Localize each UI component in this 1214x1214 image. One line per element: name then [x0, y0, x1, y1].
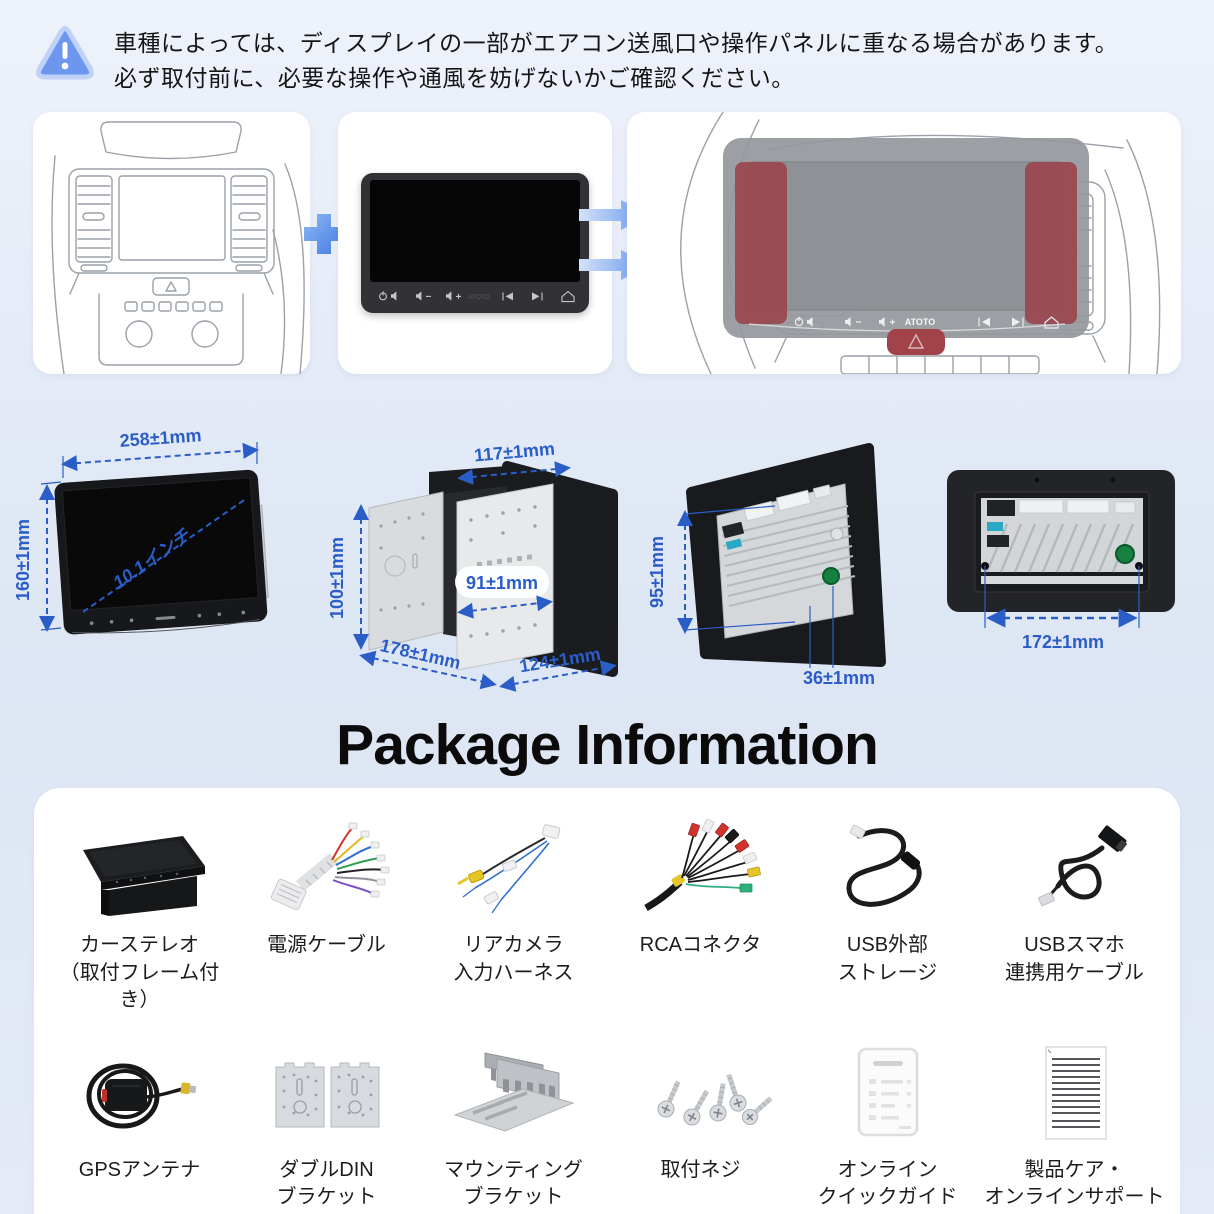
next-track-icon [532, 292, 540, 301]
unit-card: ATOTO [338, 112, 612, 374]
quick-guide-icon [813, 1039, 963, 1151]
mounting-bracket-icon [439, 1039, 589, 1151]
brand-label: ATOTO [468, 294, 490, 301]
package-item: RCAコネクタ [607, 814, 794, 1015]
package-item: USBスマホ 連携用ケーブル [981, 814, 1168, 1015]
mute-icon [391, 291, 397, 301]
installed-view-card: ATOTO [627, 111, 1181, 375]
package-item: リアカメラ 入力ハーネス 電源ケーブル [233, 814, 420, 1015]
item-label: リアカメラ 入力ハーネス [453, 934, 574, 984]
installed-view-art: ATOTO [680, 111, 1161, 375]
item-label: オンライン クイックガイド [817, 1158, 958, 1209]
dimensions-section: 258±1mm 160±1mm 10.1インチ [3, 414, 1211, 694]
package-item: マウンティング ブラケット [420, 1039, 607, 1212]
device-screen [370, 180, 580, 282]
screws-icon [626, 1039, 776, 1151]
notice-line1: 車種によっては、ディスプレイの一部がエアコン送風口や操作パネルに重なる場合があり… [114, 30, 1119, 56]
install-steps-section: ATOTO [33, 111, 1181, 375]
plus-icon [304, 214, 344, 254]
item-label: USBスマホ 連携用ケーブル [1005, 934, 1144, 984]
package-title: Package Information [336, 713, 879, 777]
item-label: カーステレオ （取付フレーム付き） [59, 934, 220, 1012]
vent-overlap-left [735, 162, 787, 324]
item-label: RCAコネクタ [639, 934, 762, 956]
gps-antenna-icon [65, 1039, 215, 1151]
front-width-label: 258±1mm [119, 425, 202, 451]
warning-triangle-icon [36, 26, 94, 80]
care-support-doc-icon [1000, 1039, 1150, 1151]
package-item: ダブルDIN ブラケット [233, 1039, 420, 1212]
dimension-bracket-view: 117±1mm 100±1mm 91±1mm 178±1mm 124±1mm [327, 439, 618, 692]
car-stereo-front: ATOTO [361, 173, 589, 313]
item-label: 電源ケーブル [267, 934, 386, 956]
rca-connector-icon [626, 814, 776, 926]
notice-line2: 必ず取付前に、必要な操作や通風を妨げないかご確認ください。 [114, 65, 795, 91]
usb-phone-cable-icon [1000, 814, 1150, 926]
item-label: USB外部 ストレージ [837, 934, 938, 984]
package-item: USB外部 ストレージ [794, 814, 981, 1015]
notice-text: 車種によっては、ディスプレイの一部がエアコン送風口や操作パネルに重なる場合があり… [114, 26, 1118, 96]
bracket-top-width-label: 117±1mm [473, 439, 555, 466]
package-item: リアカメラ 入力ハーネス [420, 814, 607, 1015]
item-label: GPSアンテナ [78, 1158, 201, 1181]
notice-section: 車種によっては、ディスプレイの一部がエアコン送風口や操作パネルに重なる場合があり… [0, 0, 1214, 96]
device-button-bar: ATOTO [370, 282, 580, 310]
screw [657, 1073, 772, 1126]
home-icon [561, 290, 575, 303]
rear-height-label: 95±1mm [647, 536, 667, 608]
double-din-bracket-icon [252, 1039, 402, 1151]
dimension-rear-view: 172±1mm [947, 470, 1175, 652]
steering-wheel-line [680, 111, 724, 375]
package-item: 製品ケア・ オンラインサポート [981, 1039, 1168, 1212]
hazard-button-overlap [887, 329, 945, 355]
package-item: GPSアンテナ [46, 1039, 233, 1212]
package-item: 取付ネジ [607, 1039, 794, 1212]
bracket-inner-width-label: 91±1mm [466, 573, 538, 593]
usb-storage-cable-icon [813, 814, 963, 926]
item-label: 製品ケア・ オンラインサポート [984, 1158, 1165, 1209]
bracket-depth-label: 178±1mm [378, 635, 462, 673]
car-stereo-icon [65, 814, 215, 926]
dimension-rear-angled-view: 95±1mm 36±1mm [647, 443, 886, 688]
rear-depth-label: 36±1mm [803, 668, 875, 688]
dashboard-line-art [51, 121, 305, 375]
volume-down-icon [416, 291, 422, 301]
overlay-button-bar: ATOTO [794, 316, 1059, 329]
rear-camera-harness-icon [439, 814, 589, 926]
bracket-height-label: 100±1mm [327, 537, 347, 619]
dimension-front-view: 258±1mm 160±1mm 10.1インチ [13, 425, 269, 635]
dashboard-card [33, 112, 310, 375]
item-label: 取付ネジ [660, 1158, 741, 1181]
package-grid: カーステレオ （取付フレーム付き） [34, 788, 1180, 1214]
package-item: カーステレオ （取付フレーム付き） [46, 814, 233, 1015]
rear-mount-width-label: 172±1mm [1022, 632, 1104, 652]
package-item: オンライン クイックガイド [794, 1039, 981, 1212]
vent-overlap-right [1025, 162, 1077, 324]
volume-up-icon [446, 291, 452, 301]
brand-label: ATOTO [905, 317, 936, 327]
item-label: マウンティング ブラケット [444, 1158, 583, 1209]
item-label: ダブルDIN ブラケット [276, 1158, 377, 1209]
front-height-label: 160±1mm [13, 519, 33, 601]
power-cable-icon [252, 814, 402, 926]
